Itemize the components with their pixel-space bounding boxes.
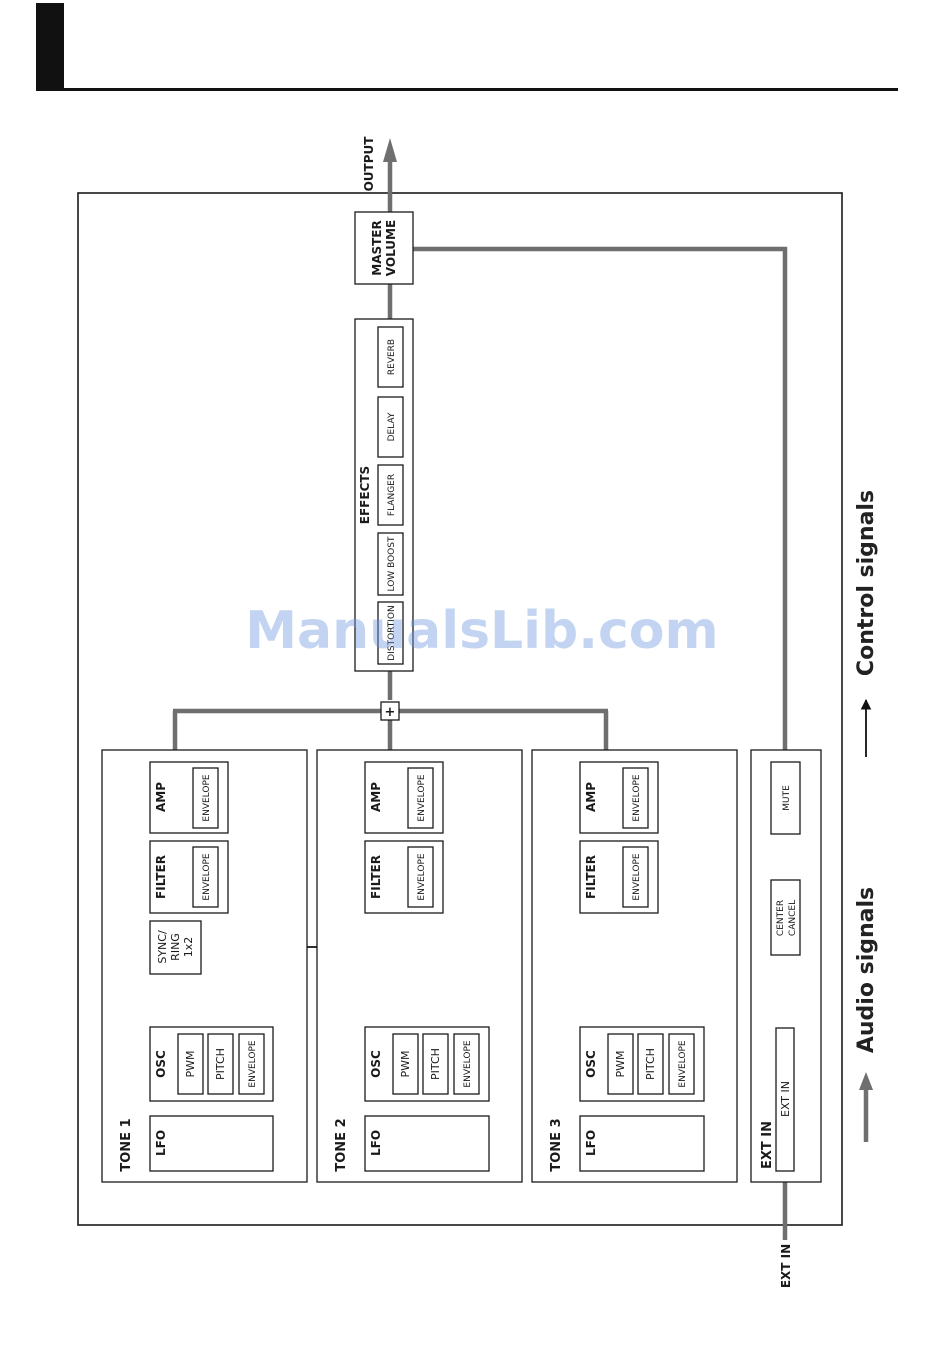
sync-line3: 1x2	[182, 937, 195, 958]
tone-2-filter-envelope-label: ENVELOPE	[417, 853, 427, 900]
effect-flanger	[377, 464, 404, 526]
effect-reverb	[377, 326, 404, 388]
tone-3-amp-envelope	[622, 767, 649, 829]
tone-1-panel: TONE 1 LFO OSC PWM PITCH ENVELOPE SYNC/ …	[101, 749, 308, 1183]
tone-2-lfo	[364, 1115, 490, 1172]
tone-3-filter-label: FILTER	[584, 855, 598, 899]
master-volume-line1: MASTER	[370, 220, 384, 276]
sync-line2: RING	[169, 933, 182, 961]
tone-2-pitch	[422, 1033, 449, 1095]
ext-in-block	[775, 1027, 795, 1172]
tone-1-amp-envelope	[192, 767, 219, 829]
effect-low-boost-label: LOW BOOST	[387, 536, 397, 591]
effect-distortion	[377, 601, 404, 665]
effects-title: EFFECTS	[358, 466, 372, 524]
tone-3-filter-envelope-label: ENVELOPE	[632, 853, 642, 900]
effect-delay	[377, 396, 404, 458]
tone-3-pitch	[637, 1033, 664, 1095]
tone-3-amp-envelope-label: ENVELOPE	[632, 774, 642, 821]
tone-3-pwm-label: PWM	[614, 1050, 627, 1077]
tone-2-panel: TONE 2 LFO OSC PWM PITCH ENVELOPE FILTER…	[316, 749, 523, 1183]
section-tab-block	[36, 3, 64, 91]
tone-1-osc-envelope	[238, 1033, 265, 1095]
tone-3-osc-label: OSC	[584, 1050, 598, 1078]
tone-3-amp-label: AMP	[584, 782, 598, 812]
center-cancel-line2: CANCEL	[788, 900, 798, 936]
effect-flanger-label: FLANGER	[387, 474, 397, 516]
tone-2-pwm-label: PWM	[399, 1050, 412, 1077]
tone-1-amp-envelope-label: ENVELOPE	[202, 774, 212, 821]
tone-2-pwm	[392, 1033, 419, 1095]
output-label: OUTPUT	[362, 136, 376, 192]
tone-3-title: TONE 3	[549, 1118, 564, 1171]
effects-block: EFFECTS DISTORTION LOW BOOST FLANGER DEL…	[354, 318, 414, 672]
tone-1-pitch-label: PITCH	[214, 1048, 227, 1080]
tone-1-pwm-label: PWM	[184, 1050, 197, 1077]
tone-3-pwm	[607, 1033, 634, 1095]
ext-in-panel: EXT IN EXT IN CENTER CANCEL MUTE	[750, 749, 822, 1183]
tone-3-lfo-label: LFO	[584, 1130, 598, 1156]
tone-1-filter-envelope	[192, 846, 219, 908]
effect-reverb-label: REVERB	[387, 339, 397, 375]
tone-1-filter-label: FILTER	[154, 855, 168, 899]
tone-1-osc-envelope-label: ENVELOPE	[248, 1040, 258, 1087]
tone-1-pwm	[177, 1033, 204, 1095]
tone-3-osc-envelope-label: ENVELOPE	[678, 1040, 688, 1087]
tone-2-osc-envelope-label: ENVELOPE	[463, 1040, 473, 1087]
center-cancel-block	[770, 879, 801, 956]
header-rule	[36, 88, 898, 91]
legend-audio-arrow-icon	[859, 1072, 873, 1090]
tone-2-amp-label: AMP	[369, 782, 383, 812]
tone-2-filter-label: FILTER	[369, 855, 383, 899]
ext-in-input-label: EXT IN	[779, 1244, 793, 1288]
tone-2-osc-envelope	[453, 1033, 480, 1095]
effect-delay-label: DELAY	[387, 412, 397, 441]
watermark: ManualsLib.com	[245, 601, 718, 661]
outer-frame	[77, 192, 843, 1226]
tone-1-title: TONE 1	[119, 1118, 134, 1171]
ext-in-block-label: EXT IN	[779, 1081, 792, 1117]
tone-1-osc-label: OSC	[154, 1050, 168, 1078]
tone-1-sync-ring	[149, 920, 202, 975]
tone-3-lfo	[579, 1115, 705, 1172]
tone-2-osc-label: OSC	[369, 1050, 383, 1078]
mute-label: MUTE	[782, 785, 792, 811]
ext-in-title: EXT IN	[760, 1121, 775, 1169]
tone-2-filter-envelope	[407, 846, 434, 908]
legend: Audio signals Control signals	[854, 490, 879, 1142]
tone-2-amp-envelope	[407, 767, 434, 829]
tone-2-lfo-label: LFO	[369, 1130, 383, 1156]
tone-1-lfo-label: LFO	[154, 1130, 168, 1156]
master-volume-block: MASTER VOLUME	[354, 211, 414, 285]
tone-2-title: TONE 2	[334, 1118, 349, 1171]
mixer-plus: +	[385, 705, 396, 720]
tone-3-panel: TONE 3 LFO OSC PWM PITCH ENVELOPE FILTER…	[531, 749, 738, 1183]
tone-3-filter-envelope	[622, 846, 649, 908]
tone-1-lfo	[149, 1115, 274, 1172]
mixer-junction: +	[380, 701, 400, 721]
legend-audio-label: Audio signals	[854, 887, 879, 1053]
master-volume-line2: VOLUME	[384, 220, 398, 276]
tone-1-pitch	[207, 1033, 234, 1095]
center-cancel-line1: CENTER	[776, 900, 786, 936]
tone-2-amp-envelope-label: ENVELOPE	[417, 774, 427, 821]
legend-control-label: Control signals	[854, 490, 879, 676]
mute-block	[770, 761, 801, 835]
sync-line1: SYNC/	[156, 930, 169, 964]
tone-3-pitch-label: PITCH	[644, 1048, 657, 1080]
tone-2-pitch-label: PITCH	[429, 1048, 442, 1080]
tone-3-osc-envelope	[668, 1033, 695, 1095]
tone-1-amp-label: AMP	[154, 782, 168, 812]
tone-1-filter-envelope-label: ENVELOPE	[202, 853, 212, 900]
effect-distortion-label: DISTORTION	[387, 605, 397, 660]
effect-low-boost	[377, 532, 404, 596]
